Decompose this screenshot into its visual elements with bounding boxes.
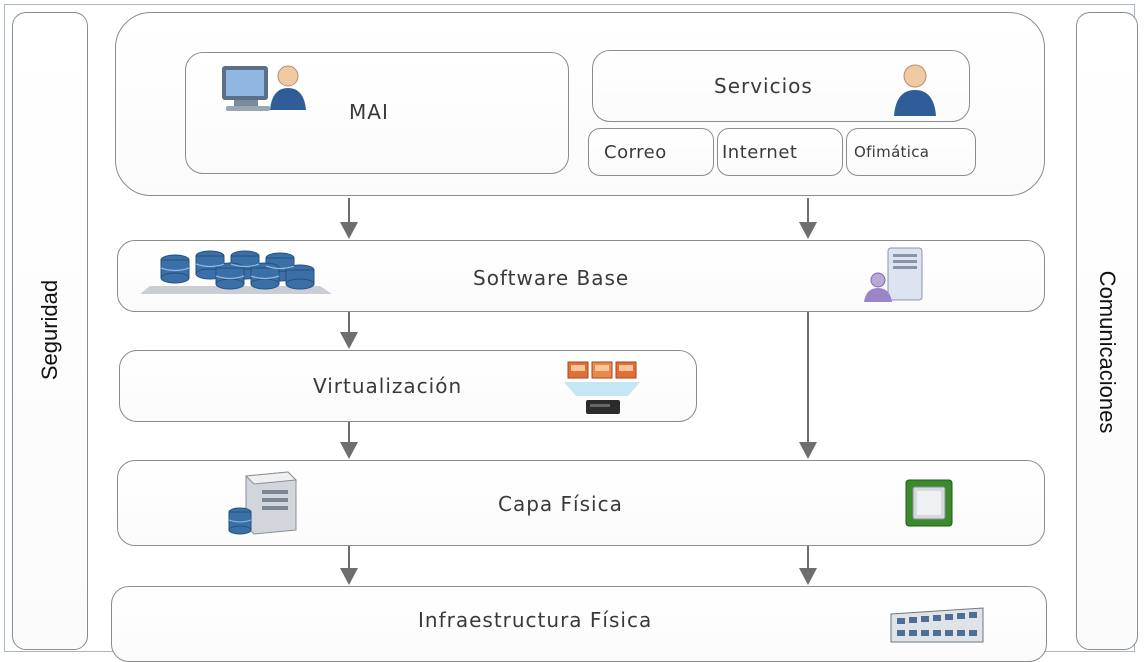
server-database-icon [228, 471, 298, 535]
mai-label: MAI [349, 100, 389, 124]
arrow-head [340, 568, 358, 585]
arrow-head [799, 442, 817, 459]
arrow-head [340, 332, 358, 349]
user-icon [894, 64, 936, 116]
arrow-head [340, 222, 358, 239]
service-internet-label: Internet [722, 142, 798, 163]
service-ofimatica-label: Ofimática [854, 143, 930, 161]
user-workstation-icon [222, 65, 306, 111]
virtualizacion-label: Virtualización [313, 374, 463, 398]
service-internet [717, 128, 843, 176]
service-correo [588, 128, 714, 176]
service-ofimatica [846, 128, 976, 176]
seguridad-panel [12, 12, 88, 650]
comunicaciones-panel [1076, 12, 1138, 650]
virtual-machines-icon [564, 361, 640, 414]
service-correo-label: Correo [604, 142, 667, 163]
server-user-icon [864, 247, 923, 302]
infraestructura-label: Infraestructura Física [418, 608, 653, 632]
capa-fisica-label: Capa Física [498, 492, 623, 516]
arrow-head [340, 442, 358, 459]
building-icon [890, 607, 984, 643]
database-cluster-icon [140, 250, 332, 294]
chip-icon [905, 479, 953, 527]
servicios-label: Servicios [714, 74, 813, 98]
arrow-head [799, 568, 817, 585]
arrow-head [799, 222, 817, 239]
software-base-label: Software Base [473, 266, 630, 290]
